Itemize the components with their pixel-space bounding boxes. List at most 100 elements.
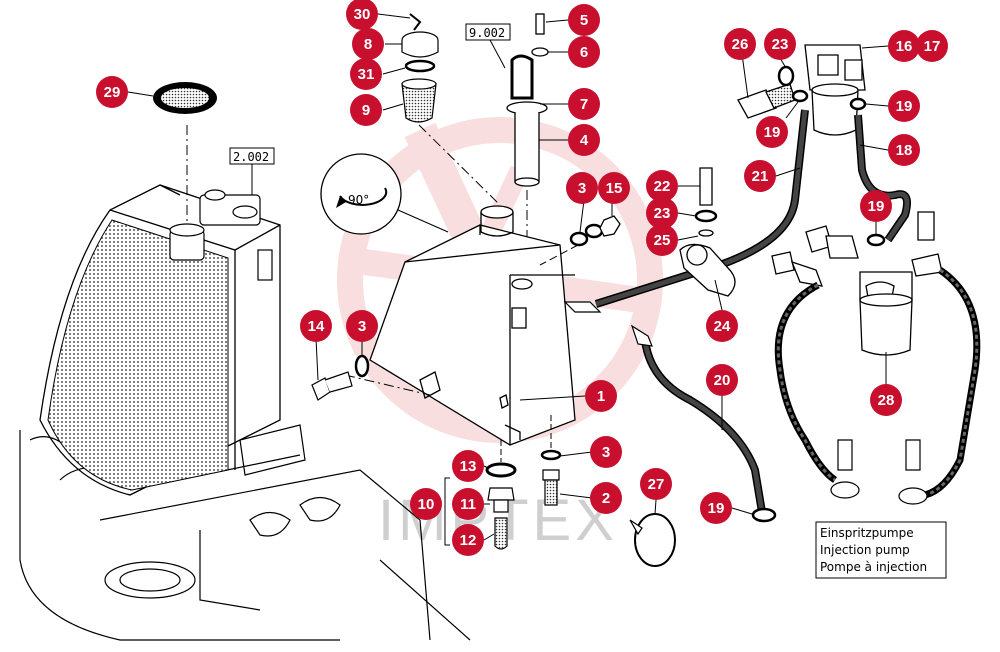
fuel-filter-28 (771, 211, 943, 356)
callout-1: 1 (585, 380, 617, 412)
callout-28: 28 (870, 384, 902, 416)
bolt-14 (311, 354, 370, 401)
callout-2-label: 2 (602, 490, 610, 507)
callout-1-label: 1 (597, 388, 605, 405)
callout-31: 31 (350, 58, 382, 90)
ref-box-sender-label: 9.002 (469, 26, 505, 40)
callout-20-label: 20 (714, 372, 731, 389)
callout-18: 18 (888, 134, 920, 166)
radiator-mesh (47, 219, 229, 491)
pump-fittings (830, 439, 928, 505)
callout-22-label: 22 (654, 178, 671, 195)
callout-3-bottom: 3 (590, 436, 622, 468)
callout-3-left-label: 3 (358, 318, 366, 335)
callout-17: 17 (916, 30, 948, 62)
machine-frame (19, 424, 471, 641)
callout-2: 2 (590, 482, 622, 514)
callout-4-label: 4 (580, 132, 589, 149)
callout-14-label: 14 (308, 318, 325, 335)
tank-cap-assembly (169, 189, 273, 281)
callout-3-left: 3 (346, 310, 378, 342)
callout-12-label: 12 (460, 532, 477, 549)
callout-7-label: 7 (580, 96, 588, 113)
ref-box-sender: 9.002 (465, 23, 511, 69)
callout-23-top: 23 (764, 28, 796, 60)
callout-24-label: 24 (714, 318, 731, 335)
bracket-10 (444, 477, 450, 546)
ref-box-tank-label: 2.002 (233, 150, 269, 164)
callout-7: 7 (568, 88, 600, 120)
callout-30-label: 30 (354, 6, 371, 23)
callout-10-label: 10 (418, 496, 435, 513)
callout-10: 10 (410, 488, 442, 520)
callout-24: 24 (706, 310, 738, 342)
callout-19-hose: 19 (700, 492, 732, 524)
note-de: Einspritzpumpe (820, 526, 914, 540)
callout-19-filter: 19 (860, 190, 892, 222)
callout-28-label: 28 (878, 392, 895, 409)
clamp-24 (679, 167, 736, 297)
callout-15-label: 15 (606, 180, 623, 197)
callout-11-label: 11 (460, 496, 476, 513)
gasket-ring (153, 82, 217, 114)
callout-19-hose-label: 19 (708, 500, 725, 517)
callout-23-top-label: 23 (772, 36, 789, 53)
hose-21 (563, 109, 809, 313)
callout-12: 12 (452, 524, 484, 556)
callout-9-label: 9 (362, 102, 370, 119)
washer-nut-15 (569, 215, 621, 247)
callout-15: 15 (598, 172, 630, 204)
callout-29-label: 29 (104, 84, 121, 101)
radiator-housing (39, 184, 281, 496)
callout-31-label: 31 (358, 66, 375, 83)
callout-25-label: 25 (654, 232, 671, 249)
callout-23-mid: 23 (646, 197, 678, 229)
callout-13-label: 13 (460, 458, 477, 475)
ref-box-tank: 2.002 (229, 147, 275, 195)
callout-19-head-right-label: 19 (896, 98, 913, 115)
rotation-label: 90° (348, 193, 369, 207)
centerline-15 (539, 244, 579, 266)
centerline-filler (418, 124, 501, 206)
callout-14: 14 (300, 310, 332, 342)
leader-lines (127, 13, 889, 541)
callout-27: 27 (640, 468, 672, 500)
callout-26-label: 26 (732, 36, 749, 53)
callout-26: 26 (724, 28, 756, 60)
note-fr: Pompe à injection (820, 560, 927, 574)
callout-22: 22 (646, 170, 678, 202)
callout-3-top-label: 3 (578, 180, 586, 197)
callout-6-label: 6 (580, 44, 588, 61)
callout-16: 16 (888, 30, 920, 62)
note-en: Injection pump (820, 543, 910, 557)
callout-5: 5 (568, 4, 600, 36)
strainer (401, 78, 437, 123)
callout-19-head-left-label: 19 (764, 124, 781, 141)
callout-13: 13 (452, 450, 484, 482)
callout-3-bottom-label: 3 (602, 444, 610, 461)
filler-cap-parts (401, 13, 439, 73)
injection-pump-note: Einspritzpumpe Injection pump Pompe à in… (815, 521, 947, 579)
drain-parts (485, 449, 562, 550)
callout-8-label: 8 (364, 36, 372, 53)
callout-29: 29 (96, 76, 128, 108)
callout-27-label: 27 (648, 476, 665, 493)
callout-8: 8 (352, 28, 384, 60)
rotation-indicator: 90° (320, 153, 449, 235)
hose-18 (854, 114, 911, 247)
callout-19-head-left: 19 (756, 116, 788, 148)
centerline-bolt-14 (344, 374, 431, 396)
callout-21: 21 (744, 160, 776, 192)
hoses-to-pump (774, 267, 981, 499)
callout-3-top: 3 (566, 172, 598, 204)
callout-25: 25 (646, 224, 678, 256)
fuel-tank (369, 205, 576, 446)
callout-4: 4 (568, 124, 600, 156)
callout-11: 11 (452, 488, 484, 520)
callout-6: 6 (568, 36, 600, 68)
callout-19-filter-label: 19 (868, 198, 885, 215)
callout-17-label: 17 (924, 38, 941, 55)
callout-20: 20 (706, 364, 738, 396)
callout-9: 9 (350, 94, 382, 126)
